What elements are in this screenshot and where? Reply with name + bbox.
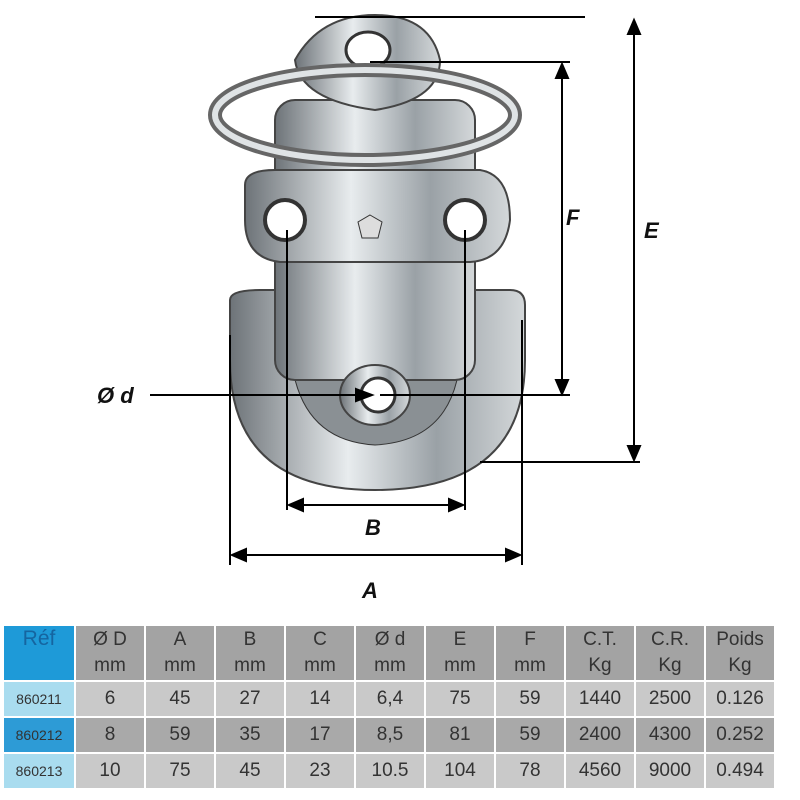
header-line: mm — [374, 655, 406, 676]
table-cell: 75 — [426, 682, 494, 716]
table-cell: 4560 — [566, 754, 634, 788]
header-line: E — [453, 629, 467, 650]
table-cell: 10 — [76, 754, 144, 788]
table-cell: 8 — [76, 718, 144, 752]
header-line: Kg — [658, 655, 682, 676]
header-line: Réf — [22, 627, 56, 650]
column-header: Réf — [4, 626, 74, 680]
header-line: mm — [94, 655, 126, 676]
header-line: mm — [234, 655, 266, 676]
table-cell: 2500 — [636, 682, 704, 716]
header-line: C — [313, 629, 327, 650]
column-header: C.R. Kg — [636, 626, 704, 680]
table-cell: 59 — [496, 718, 564, 752]
table-cell: 1440 — [566, 682, 634, 716]
header-line: Kg — [728, 655, 752, 676]
table-cell: 2400 — [566, 718, 634, 752]
table-cell: 0.494 — [706, 754, 774, 788]
header-line: C.R. — [651, 629, 689, 650]
table-cell: 27 — [216, 682, 284, 716]
table-cell: 59 — [496, 682, 564, 716]
table-cell: 10.5 — [356, 754, 424, 788]
dimension-lines — [150, 16, 642, 565]
table-cell: 45 — [146, 682, 214, 716]
dimension-label-f: F — [566, 205, 580, 230]
ref-cell: 860213 — [4, 754, 74, 788]
table-cell: 0.252 — [706, 718, 774, 752]
header-line: F — [524, 629, 536, 650]
dimension-label-b: B — [365, 515, 381, 540]
header-line: B — [243, 629, 257, 650]
header-line: C.T. — [583, 629, 617, 650]
table-cell: 104 — [426, 754, 494, 788]
table-cell: 6,4 — [356, 682, 424, 716]
column-header: Ø D mm — [76, 626, 144, 680]
table-cell: 8,5 — [356, 718, 424, 752]
steel-part — [208, 13, 526, 492]
table-cell: 4300 — [636, 718, 704, 752]
table-cell: 6 — [76, 682, 144, 716]
header-line: mm — [164, 655, 196, 676]
table-cell: 23 — [286, 754, 354, 788]
header-line: mm — [514, 655, 546, 676]
dimension-label-d: Ø d — [97, 383, 134, 408]
ref-cell: 860211 — [4, 682, 74, 716]
column-header: Ø d mm — [356, 626, 424, 680]
header-line: mm — [444, 655, 476, 676]
table-cell: 17 — [286, 718, 354, 752]
column-header: C.T. Kg — [566, 626, 634, 680]
table-cell: 45 — [216, 754, 284, 788]
ref-cell: 860212 — [4, 718, 74, 752]
table-cell: 78 — [496, 754, 564, 788]
table-cell: 35 — [216, 718, 284, 752]
table-cell: 9000 — [636, 754, 704, 788]
table-cell: 59 — [146, 718, 214, 752]
table-cell: 81 — [426, 718, 494, 752]
header-line: mm — [304, 655, 336, 676]
header-line: Ø d — [374, 629, 406, 650]
dimension-label-e: E — [644, 218, 659, 243]
table-cell: 14 — [286, 682, 354, 716]
header-line: Poids — [716, 629, 764, 650]
header-line: Ø D — [93, 629, 127, 650]
table-cell: 0.126 — [706, 682, 774, 716]
table-cell: 75 — [146, 754, 214, 788]
header-line: A — [173, 629, 187, 650]
header-line: Kg — [588, 655, 612, 676]
pad-eye-drawing — [150, 13, 642, 565]
dimension-label-a: A — [362, 578, 378, 603]
